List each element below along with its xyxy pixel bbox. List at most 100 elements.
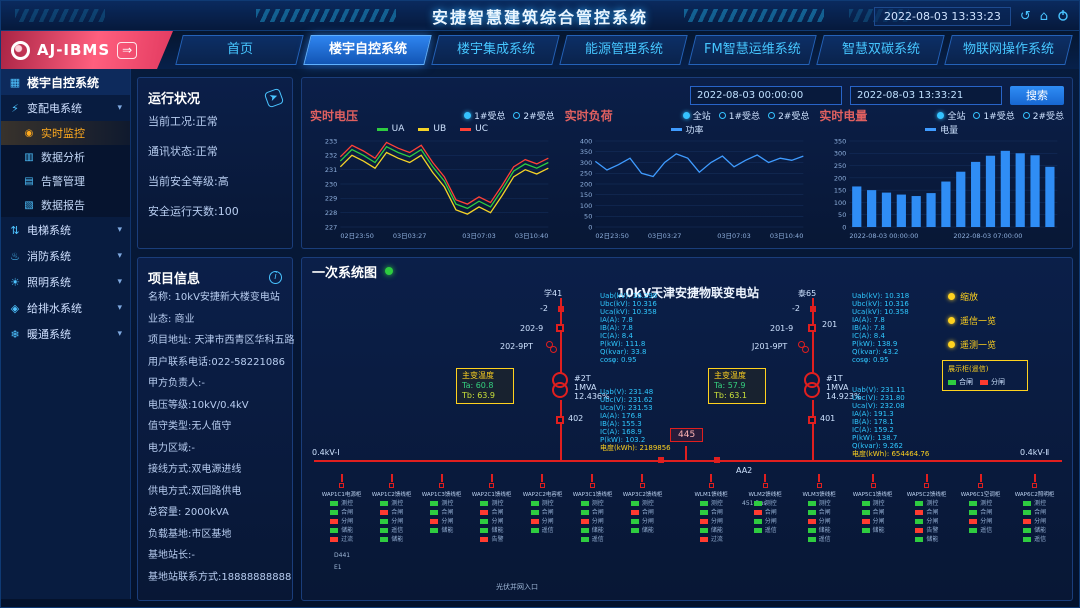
feeder-status-row: 告警 (480, 536, 504, 543)
sidebar-subitem[interactable]: ◉ 实时监控 (1, 121, 130, 145)
chart-radio[interactable]: 1#受总 (464, 109, 505, 122)
info-icon[interactable]: i (269, 271, 282, 284)
feeder-name: WLM2馈线柜 (748, 491, 782, 498)
status-chip (699, 537, 708, 542)
feeder-column[interactable]: WAP6C1空调柜 测控 合闸 (955, 474, 1006, 543)
feeder-column[interactable]: WAP6C2照明柜 测控 合闸 (1009, 474, 1060, 543)
feeder-status-row: 分闸 (915, 518, 938, 525)
feeder-status-row: 分闸 (699, 518, 723, 525)
project-row: 总容量: 2000kVA (148, 507, 229, 518)
project-row: 业态: 商业 (148, 313, 195, 325)
status-label: 测控 (441, 500, 454, 507)
right-pt-icon2 (802, 346, 809, 353)
diagram-control-button[interactable]: 遥信一览 (948, 314, 996, 327)
sidebar-group-row[interactable]: ☀ 照明系统 ▾ (1, 269, 130, 295)
nav-tab[interactable]: 智慧双碳系统 (815, 35, 945, 65)
chart-radio[interactable]: 1#受总 (718, 109, 760, 122)
feeder-breaker-icon (389, 483, 395, 488)
temp-title: 主变温度 (714, 371, 746, 380)
feeder-name: WAP2C2电容柜 (522, 491, 562, 498)
nav-tab[interactable]: 楼宇自控系统 (303, 35, 433, 65)
sidebar-root-item[interactable]: ▦ 楼宇自控系统 (1, 69, 130, 95)
sidebar-subitem[interactable]: ▧ 数据报告 (1, 193, 130, 217)
feeder-column[interactable]: WAP1C3馈线柜 测控 合闸 (418, 474, 465, 543)
send-plane-icon[interactable]: ➤ (263, 87, 285, 108)
chart-radio[interactable]: 全站 (682, 109, 711, 122)
svg-text:50: 50 (584, 213, 592, 221)
sidebar-group: ◈ 给排水系统 ▾ (1, 295, 130, 321)
legend-item: UA (376, 124, 404, 134)
chart-radio[interactable]: 1#受总 (973, 109, 1015, 122)
nav-tab[interactable]: FM智慧运维系统 (687, 35, 817, 65)
nav-tab[interactable]: 楼宇集成系统 (431, 35, 561, 65)
feeder-column[interactable]: WLM2馈线柜 测控 合闸 (740, 474, 791, 543)
feeder-column[interactable]: WAP3C2馈线柜 测控 合闸 (619, 474, 666, 543)
legend-item: 功率 (670, 123, 704, 136)
feeder-column[interactable]: WLM1馈线柜 测控 合闸 (686, 474, 737, 543)
power-distribution-icon: ⚡ (11, 101, 19, 115)
project-row: 电力区域:- (148, 442, 195, 454)
status-chip (915, 501, 924, 506)
nav-tab[interactable]: 能源管理系统 (559, 35, 689, 65)
power-icon[interactable] (1057, 9, 1069, 24)
nav-tab-label: FM智慧运维系统 (703, 42, 801, 57)
status-label: 分闸 (818, 518, 831, 525)
home-icon[interactable]: ⌂ (1039, 8, 1048, 24)
right-lv-breaker-icon[interactable] (808, 416, 816, 424)
nav-tab[interactable]: 物联网操作系统 (944, 35, 1073, 65)
start-datetime-input[interactable] (690, 85, 842, 105)
chart-radio[interactable]: 2#受总 (513, 109, 555, 122)
chart-radios: 1#受总 2#受总 (464, 109, 555, 122)
feeder-status-row: 分闸 (861, 518, 885, 525)
svg-text:02日23:50: 02日23:50 (340, 232, 374, 240)
right-disconnect-icon[interactable] (810, 306, 816, 312)
chart-radio[interactable]: 2#受总 (768, 109, 809, 122)
bus-tie-switch-right[interactable] (714, 457, 720, 463)
nav-tab[interactable]: 首页 (175, 35, 304, 65)
right-hv-breaker-icon[interactable] (808, 324, 816, 332)
feeder-rows: 测控 合闸 分闸 (530, 500, 554, 534)
chart-radio[interactable]: 全站 (937, 109, 965, 122)
sidebar-subitem[interactable]: ▤ 告警管理 (1, 169, 130, 193)
sidebar-group-row[interactable]: ⇅ 电梯系统 ▾ (1, 217, 130, 243)
status-chip (915, 519, 924, 524)
feeder-column[interactable]: WAP1C1电源柜 测控 合闸 (318, 474, 365, 543)
sidebar-group-row[interactable]: ❄ 暖通系统 ▾ (1, 321, 130, 347)
bus-tie-breaker[interactable]: 445 (670, 428, 704, 442)
sidebar-group-row[interactable]: ♨ 消防系统 ▾ (1, 243, 130, 269)
diagram-control-button[interactable]: 遥测一览 (948, 338, 996, 351)
project-row: 负载基地:市区基地 (148, 528, 232, 540)
feeder-column[interactable]: WAP2C1馈线柜 测控 合闸 (468, 474, 515, 543)
end-datetime-input[interactable] (850, 85, 1002, 105)
project-panel-title: 项目信息 (148, 272, 201, 287)
search-button[interactable]: 搜索 (1010, 85, 1064, 105)
feeder-rows: 测控 合闸 分闸 (430, 500, 453, 534)
feeder-column[interactable]: WLM3馈线柜 测控 合闸 (794, 474, 845, 543)
sidebar-group-row[interactable]: ⚡ 变配电系统 ▾ (1, 95, 130, 121)
sidebar-subitem[interactable]: ▥ 数据分析 (1, 145, 130, 169)
feeder-column[interactable]: WAP5C2馈线柜 测控 合闸 (901, 474, 952, 543)
feeder-column[interactable]: WAP3C1馈线柜 测控 合闸 (569, 474, 616, 543)
status-chip (630, 510, 639, 515)
left-lv-breaker-icon[interactable] (556, 416, 564, 424)
measurement-line: Ubc(kV): 10.316 (852, 300, 909, 308)
feeder-name: WAP1C1电源柜 (321, 491, 362, 498)
feeder-column[interactable]: WAP5C1馈线柜 测控 合闸 (848, 474, 899, 543)
diagram-control-button[interactable]: 缩放 (948, 290, 996, 303)
left-hv-breaker-icon[interactable] (556, 324, 564, 332)
left-disconnect-icon[interactable] (558, 306, 564, 312)
sidebar-group-row[interactable]: ◈ 给排水系统 ▾ (1, 295, 130, 321)
measurement-line: IA(A): 7.8 (852, 316, 885, 324)
chart-radio[interactable]: 2#受总 (1022, 109, 1064, 122)
project-row: 值守类型:无人值守 (148, 421, 232, 432)
undo-icon[interactable]: ↺ (1019, 8, 1031, 24)
feeder-column[interactable]: WAP2C2电容柜 测控 合闸 (519, 474, 566, 543)
logo[interactable]: AJ-IBMS ⇒ (1, 31, 173, 69)
status-label: 分闸 (1034, 518, 1047, 525)
radio-icon (937, 112, 945, 119)
svg-text:229: 229 (325, 195, 337, 203)
bus-tie-switch-left[interactable] (658, 457, 664, 463)
feeder-column[interactable]: WAP1C2馈线柜 测控 合闸 (368, 474, 415, 543)
left-pt-icon2 (550, 346, 557, 353)
